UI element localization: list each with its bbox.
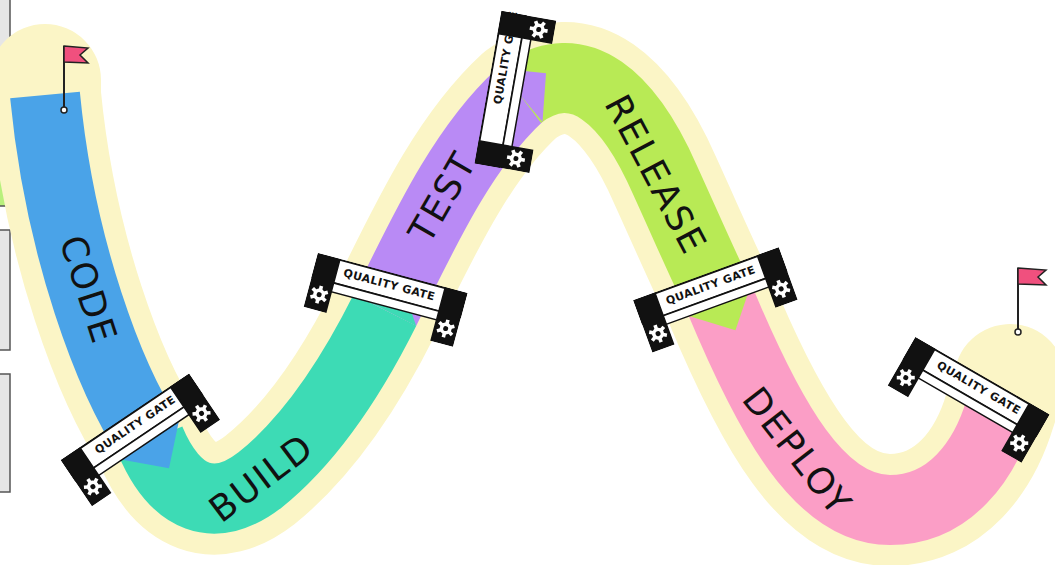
gate-leg: [61, 448, 109, 505]
code-band: [45, 95, 150, 440]
gear-tooth: [83, 485, 87, 489]
gear-tooth: [1020, 447, 1025, 452]
gear-tooth: [206, 411, 210, 415]
gear-hub: [316, 292, 322, 298]
gear-icon: [84, 478, 101, 495]
gear-tooth: [441, 333, 446, 338]
gear-tooth: [192, 412, 196, 416]
gear-tooth: [97, 484, 101, 488]
gear-tooth: [529, 26, 534, 30]
gate-leg: [888, 338, 934, 396]
flag-base: [1015, 329, 1021, 335]
gear-hub: [535, 27, 541, 33]
gear-tooth: [906, 369, 911, 374]
gear-icon: [1011, 435, 1027, 451]
start-flag: [64, 46, 88, 63]
gate-leg: [304, 254, 339, 312]
gear-tooth: [662, 333, 667, 337]
gear-hub: [1015, 440, 1022, 447]
gear-tooth: [315, 299, 320, 304]
gear-tooth: [659, 326, 664, 331]
gear-tooth: [776, 280, 781, 285]
gear-tooth: [782, 281, 787, 286]
gate-leg: [757, 248, 796, 306]
side-panel: [0, 374, 10, 492]
gear-tooth: [785, 288, 790, 292]
gear-tooth: [653, 325, 658, 330]
gate-leg: [431, 288, 466, 346]
gear-tooth: [450, 324, 455, 329]
gear-tooth: [515, 163, 520, 168]
gear-tooth: [511, 150, 516, 155]
gear-tooth: [195, 417, 200, 422]
gear-tooth: [906, 381, 911, 386]
gear-tooth: [1013, 434, 1018, 439]
gear-tooth: [517, 151, 522, 156]
gear-tooth: [86, 478, 91, 483]
gear-tooth: [1010, 441, 1014, 445]
gear-hub: [513, 156, 519, 162]
gear-tooth: [531, 32, 536, 37]
gear-tooth: [309, 294, 314, 299]
gear-hub: [777, 286, 783, 292]
gear-tooth: [93, 478, 98, 483]
gear-tooth: [899, 381, 904, 386]
gear-hub: [442, 325, 448, 331]
release-band: [520, 78, 720, 300]
gear-tooth: [321, 297, 326, 302]
gear-icon: [193, 405, 210, 422]
gear-tooth: [194, 405, 199, 410]
gear-tooth: [318, 285, 323, 290]
gear-tooth: [202, 416, 207, 421]
gear-tooth: [533, 21, 538, 26]
gear-tooth: [771, 286, 776, 290]
gear-tooth: [910, 376, 914, 380]
gear-icon: [897, 369, 913, 385]
finish-flag: [1018, 268, 1046, 285]
gear-tooth: [520, 158, 525, 162]
gear-hub: [902, 374, 909, 381]
gear-tooth: [438, 321, 443, 326]
gear-tooth: [1013, 447, 1018, 452]
side-panel: [0, 230, 10, 350]
gear-hub: [198, 410, 205, 417]
gear-tooth: [436, 328, 441, 333]
gear-tooth: [538, 34, 543, 39]
gear-tooth: [323, 291, 328, 296]
gear-tooth: [896, 376, 900, 380]
gear-tooth: [543, 29, 548, 33]
gate-leg: [475, 141, 532, 172]
gear-tooth: [94, 490, 99, 495]
road-halo: [45, 78, 1010, 510]
gear-hub: [654, 330, 660, 336]
gear-tooth: [899, 369, 904, 374]
gear-tooth: [87, 490, 92, 495]
gear-tooth: [648, 330, 653, 334]
gear-hub: [89, 483, 96, 490]
gear-tooth: [1020, 434, 1025, 439]
gear-tooth: [506, 155, 511, 159]
gear-tooth: [445, 319, 450, 324]
gear-tooth: [311, 287, 316, 292]
gear-tooth: [447, 331, 452, 336]
gear-tooth: [650, 336, 655, 341]
gear-tooth: [540, 22, 545, 27]
gear-tooth: [202, 404, 207, 409]
gear-tooth: [781, 293, 786, 298]
gear-tooth: [508, 161, 513, 166]
gear-tooth: [658, 338, 663, 343]
gear-tooth: [1024, 441, 1028, 445]
gear-tooth: [773, 292, 778, 297]
flag-base: [61, 107, 67, 113]
